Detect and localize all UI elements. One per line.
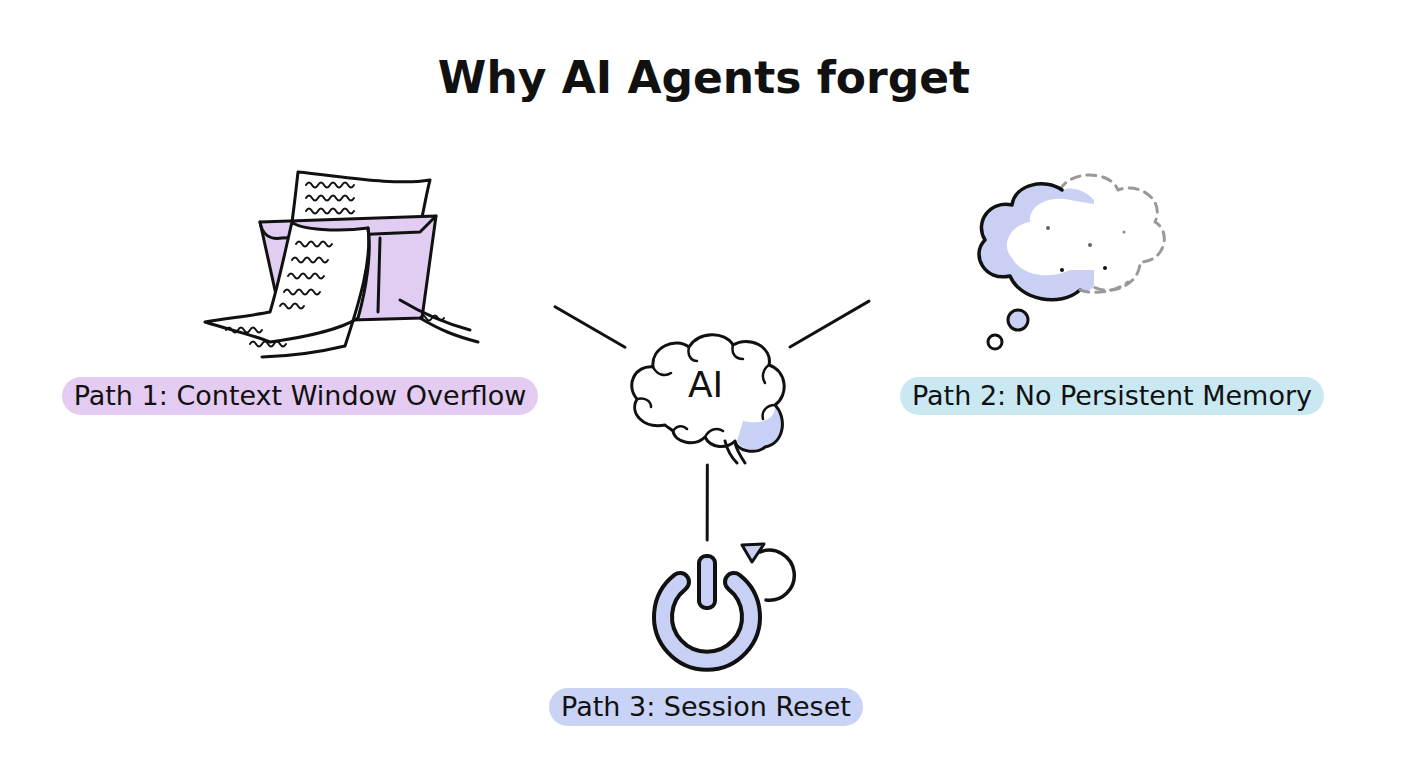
scribble [288,274,324,279]
path-label: Path 2: No Persistent Memory [900,377,1324,415]
path-node: Path 2: No Persistent Memory [869,170,1355,415]
path-label: Path 1: Context Window Overflow [62,377,539,415]
connector-line [790,301,869,347]
thought-cloud-illustration [979,175,1164,349]
scribble [306,183,354,188]
scribble [420,316,444,321]
path-node: Path 1: Context Window Overflow [45,165,555,415]
scribble [292,258,328,263]
scribble [284,290,320,295]
connector-line [555,307,625,348]
connector-line [706,465,709,540]
power-reset-icon [663,544,794,661]
path-node: Path 3: Session Reset [525,540,887,726]
scribble [306,209,354,214]
brain-label: AI [688,364,727,427]
scribble [306,196,354,201]
shredder-illustration [205,172,478,357]
path-label: Path 3: Session Reset [549,688,863,726]
scribble [226,328,262,333]
diagram-title: Why AI Agents forget [0,52,1408,103]
scribble [250,342,286,347]
brain-node: AI [625,325,790,465]
scribble [296,242,332,247]
text-scribbles [226,183,444,347]
scribble [280,304,304,309]
